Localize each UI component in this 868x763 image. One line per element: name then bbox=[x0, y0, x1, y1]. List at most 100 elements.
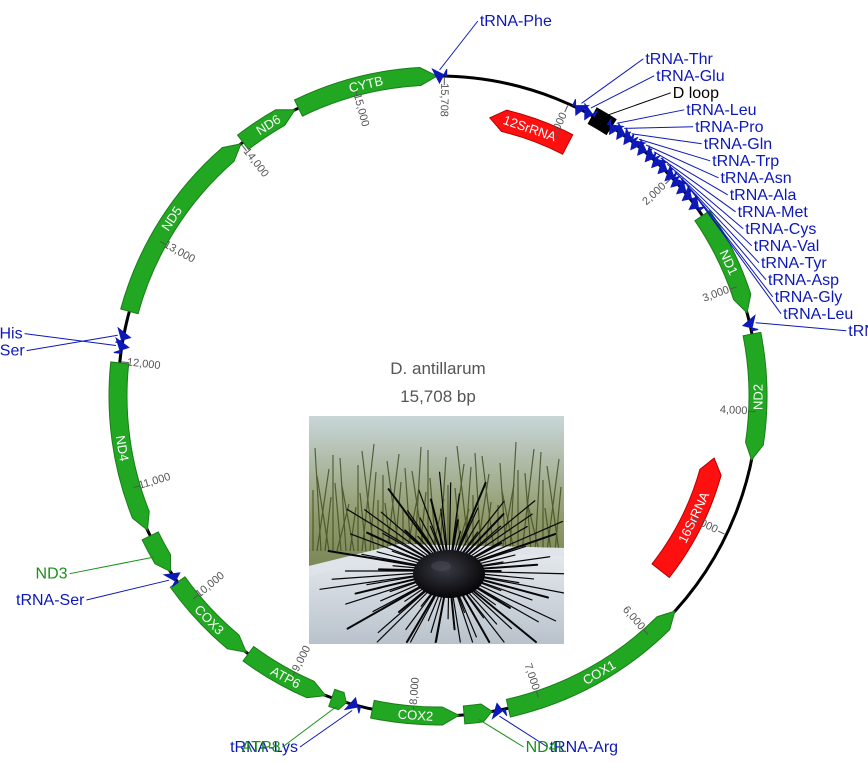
trna-label-trna-asp-13-leader bbox=[686, 184, 767, 281]
feature-label-atp8: ATP8 bbox=[242, 739, 281, 756]
tick-mark-15000 bbox=[354, 88, 358, 96]
feature-atp6 bbox=[242, 645, 327, 699]
trna-label-trna-val-11-leader bbox=[674, 171, 753, 247]
grass-blade bbox=[414, 446, 422, 552]
trna-label-trna-leu-15-leader bbox=[699, 201, 782, 315]
grass-blade bbox=[386, 460, 400, 552]
trna-label-trna-ile-16: tRNA-Ile bbox=[848, 323, 868, 340]
trna-marker-trna-ile-16 bbox=[741, 314, 759, 332]
trna-label-trna-thr-1: tRNA-Thr bbox=[645, 51, 713, 68]
grass-blade bbox=[324, 496, 332, 552]
trna-label-trna-leu-3-leader bbox=[616, 109, 685, 124]
grass-blade bbox=[526, 500, 540, 552]
trna-label-trna-met-9: tRNA-Met bbox=[738, 204, 809, 221]
grass-blade bbox=[316, 475, 330, 552]
trna-label-trna-tyr-12: tRNA-Tyr bbox=[761, 255, 827, 272]
grass-blade bbox=[359, 492, 367, 552]
tick-label-15000: 15,000 bbox=[351, 92, 371, 128]
trna-label-trna-thr-1-leader bbox=[581, 58, 644, 104]
feature-12srrna bbox=[488, 109, 574, 155]
trna-label-trna-ser-19-leader bbox=[86, 579, 170, 601]
tick-mark-11000 bbox=[133, 485, 141, 489]
trna-marker-trna-lys-18 bbox=[343, 696, 362, 714]
tick-mark-6000 bbox=[643, 629, 649, 636]
feature-cox2 bbox=[369, 699, 461, 726]
trna-marker-trna-ser-19 bbox=[162, 572, 181, 588]
feature-nd4l bbox=[462, 703, 493, 725]
tick-label-12000: 12,000 bbox=[126, 356, 161, 372]
grass-blade bbox=[336, 503, 350, 552]
trna-label-trna-ser-21: tRNA-Ser bbox=[0, 343, 25, 360]
tick-mark-10000 bbox=[192, 594, 199, 600]
trna-label-trna-ser-19: tRNA-Ser bbox=[16, 592, 85, 609]
grass-blade bbox=[419, 491, 427, 552]
tick-label-8000: 8,000 bbox=[408, 677, 422, 705]
trna-marker-trna-trp-6 bbox=[628, 133, 647, 151]
feature-label-nd4l: ND4L bbox=[526, 739, 567, 756]
tick-label-2000: 2,000 bbox=[640, 180, 668, 208]
grass-blade bbox=[554, 486, 562, 552]
trna-label-trna-pro-4-leader bbox=[624, 126, 694, 129]
grass-blade bbox=[534, 451, 542, 552]
grass-blade bbox=[456, 445, 470, 552]
trna-label-trna-gly-14: tRNA-Gly bbox=[775, 289, 843, 306]
feature-label-cox2: COX2 bbox=[397, 706, 433, 723]
tick-mark-5000 bbox=[717, 530, 725, 535]
labels-layer: 12SrRNAND1ND216SrRNACOX1COX2ATP6COX3ND4N… bbox=[0, 13, 868, 756]
species-name: D. antillarum bbox=[390, 359, 485, 378]
tick-label-9000: 9,000 bbox=[290, 644, 313, 674]
tick-label-11000: 11,000 bbox=[137, 471, 172, 492]
feature-nd6 bbox=[236, 109, 296, 151]
trna-label-trna-ala-8: tRNA-Ala bbox=[730, 187, 797, 204]
feature-nd3 bbox=[141, 531, 172, 573]
grass-blade bbox=[334, 482, 342, 552]
tick-label-13000: 13,000 bbox=[162, 239, 197, 266]
tick-mark-3000 bbox=[729, 286, 737, 290]
trna-label-trna-met-9-leader bbox=[660, 157, 736, 213]
tick-label-7000: 7,000 bbox=[522, 662, 542, 692]
tick-label-3000: 3,000 bbox=[701, 284, 731, 305]
tick-mark-8000 bbox=[412, 706, 415, 714]
feature-label-d-loop-leader bbox=[604, 92, 671, 117]
trna-label-trna-tyr-12-leader bbox=[680, 178, 760, 264]
trna-label-trna-ala-8-leader bbox=[653, 151, 728, 196]
feature-cox1 bbox=[505, 610, 676, 718]
trna-marker-trna-glu-2 bbox=[584, 102, 599, 121]
trna-label-trna-lys-18-leader bbox=[299, 710, 353, 748]
grass-blade bbox=[546, 465, 560, 552]
grass-blade bbox=[464, 466, 472, 552]
grass-blade bbox=[369, 471, 377, 552]
trna-label-trna-trp-6-leader bbox=[638, 138, 711, 162]
grass-blade bbox=[476, 473, 490, 552]
trna-label-trna-cys-10: tRNA-Cys bbox=[745, 221, 816, 238]
trna-label-trna-glu-2: tRNA-Glu bbox=[656, 68, 724, 85]
trna-label-trna-pro-4: tRNA-Pro bbox=[695, 119, 764, 136]
trna-label-trna-arg-17: tRNA-Arg bbox=[550, 739, 618, 756]
trna-marker-trna-ser-21 bbox=[115, 326, 132, 344]
feature-16srrna bbox=[651, 457, 722, 579]
trna-marker-trna-leu-3 bbox=[606, 118, 625, 136]
urchin-photo-drawing bbox=[309, 416, 564, 644]
tick-label-15708: 15,708 bbox=[438, 83, 451, 117]
grass-blade bbox=[484, 501, 492, 552]
tick-label-6000: 6,000 bbox=[620, 604, 647, 633]
feature-nd4 bbox=[108, 361, 150, 532]
grass-blade bbox=[339, 457, 347, 552]
grass-blade bbox=[544, 507, 552, 552]
feature-label-nd4l-leader bbox=[478, 719, 524, 748]
trna-label-trna-ser-21-leader bbox=[26, 334, 118, 352]
trna-label-trna-ile-16-leader bbox=[755, 322, 847, 332]
trna-label-trna-cys-10-leader bbox=[666, 163, 744, 230]
features-layer bbox=[108, 66, 768, 726]
feature-label-nd3: ND3 bbox=[36, 566, 68, 583]
tick-mark-1000 bbox=[564, 105, 569, 113]
trna-label-trna-his-20: tRNA-His bbox=[0, 326, 23, 343]
grass-blade bbox=[521, 448, 535, 552]
trna-label-trna-gln-5-leader bbox=[631, 133, 702, 145]
feature-atp8 bbox=[328, 688, 347, 711]
tick-mark-7000 bbox=[535, 690, 539, 698]
trna-label-trna-val-11: tRNA-Val bbox=[754, 238, 820, 255]
tick-label-14000: 14,000 bbox=[241, 146, 271, 180]
trna-label-trna-gln-5: tRNA-Gln bbox=[704, 136, 772, 153]
